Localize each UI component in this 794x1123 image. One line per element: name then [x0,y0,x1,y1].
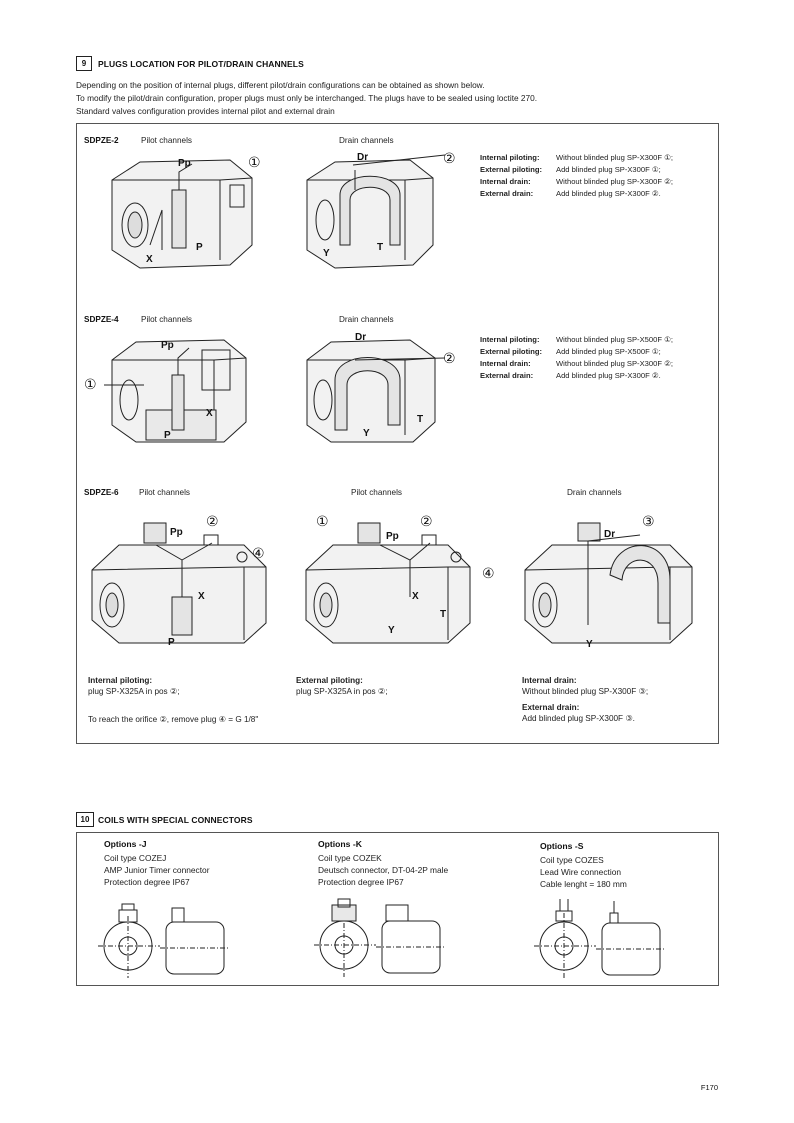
sdpze4-y-label: Y [363,428,370,439]
sdpze2-y-label: Y [323,248,330,259]
sdpze4-model: SDPZE-4 [84,315,119,324]
sdpze4-pilot-callout: ① [84,376,97,392]
intro-line-2: To modify the pilot/drain configuration,… [76,93,538,103]
sdpze6-int-p-label: P [168,637,175,648]
sdpze4-spec-3: Internal drain:Without blinded plug SP-X… [480,359,673,368]
sdpze6-internal-pilot-drawing: Pp X P ② ④ [84,505,274,650]
option-k-line-2: Deutsch connector, DT-04-2P male [318,865,449,875]
option-s-title: Options -S [540,841,584,851]
option-j-coil-drawing [98,900,233,980]
sdpze6-orifice-note: To reach the orifice ②, remove plug ④ = … [88,715,259,724]
sdpze6-external-piloting-note: External piloting: plug SP-X325A in pos … [296,676,388,696]
sdpze4-pilot-drawing: Pp X P ① [84,330,264,450]
option-j-line-1: Coil type COZEJ [104,853,167,863]
sdpze2-drain-caption: Drain channels [339,136,394,145]
sdpze2-drain-drawing: Dr Y T ② [295,150,465,275]
section-10-title: COILS WITH SPECIAL CONNECTORS [98,815,253,825]
page-number: F170 [700,1083,718,1092]
sdpze2-drain-callout: ② [443,150,456,166]
option-k-line-1: Coil type COZEK [318,853,382,863]
option-k-coil-drawing [312,895,452,980]
section-10-number: 10 [76,812,94,827]
sdpze6-ext-x-label: X [412,591,419,602]
sdpze6-drain-drawing: ③ Dr Y [520,505,710,650]
sdpze6-int-pp-label: Pp [170,527,183,538]
sdpze2-t-label: T [377,242,384,253]
option-k-title: Options -K [318,839,362,849]
sdpze2-pilot-caption: Pilot channels [141,136,192,145]
sdpze2-spec-1: Internal piloting:Without blinded plug S… [480,153,673,162]
option-s-line-1: Coil type COZES [540,855,604,865]
intro-line-1: Depending on the position of internal pl… [76,80,485,90]
option-k-line-3: Protection degree IP67 [318,877,404,887]
intro-line-3: Standard valves configuration provides i… [76,106,335,116]
sdpze4-t-label: T [417,414,424,425]
sdpze2-pilot-callout: ① [248,154,261,170]
sdpze6-external-pilot-drawing: ① ② ④ Pp X Y T [298,505,498,650]
option-j-line-3: Protection degree IP67 [104,877,190,887]
sdpze4-p-label: P [164,430,171,441]
sdpze4-pilot-caption: Pilot channels [141,315,192,324]
sdpze2-spec-4: External drain:Add blinded plug SP-X300F… [480,189,661,198]
sdpze4-x-label: X [206,408,213,419]
plugs-frame [76,123,719,744]
sdpze6-dr-label: Dr [604,529,616,540]
sdpze4-drain-drawing: Dr Y T ② [295,330,465,450]
sdpze6-ext-pp-label: Pp [386,531,399,542]
sdpze2-x-label: X [146,254,153,265]
option-j-title: Options -J [104,839,147,849]
sdpze6-external-drain-note: External drain: Add blinded plug SP-X300… [522,703,635,723]
sdpze6-model: SDPZE-6 [84,488,119,497]
sdpze6-ext-callout-1: ① [316,513,329,529]
sdpze6-drain-y-label: Y [586,639,593,650]
sdpze4-drain-callout: ② [443,350,456,366]
option-s-line-3: Cable lenght = 180 mm [540,879,627,889]
sdpze6-internal-piloting-note: Internal piloting: plug SP-X325A in pos … [88,676,180,696]
sdpze6-ext-callout-4: ④ [482,565,495,581]
option-s-coil-drawing [534,893,674,981]
sdpze4-spec-1: Internal piloting:Without blinded plug S… [480,335,673,344]
sdpze6-pilot-caption-1: Pilot channels [139,488,190,497]
sdpze6-pilot-caption-2: Pilot channels [351,488,402,497]
sdpze6-ext-y-label: Y [388,625,395,636]
sdpze2-model: SDPZE-2 [84,136,119,145]
sdpze2-spec-3: Internal drain:Without blinded plug SP-X… [480,177,673,186]
coils-frame [76,832,719,986]
sdpze2-dr-label: Dr [357,152,369,163]
section-9-number: 9 [76,56,92,71]
option-s-line-2: Lead Wire connection [540,867,622,877]
sdpze6-internal-drain-note: Internal drain: Without blinded plug SP-… [522,676,649,696]
sdpze2-p-label: P [196,242,203,253]
sdpze2-spec-2: External piloting:Add blinded plug SP-X3… [480,165,661,174]
sdpze6-int-x-label: X [198,591,205,602]
sdpze6-drain-caption: Drain channels [567,488,622,497]
section-9-title: PLUGS LOCATION FOR PILOT/DRAIN CHANNELS [98,59,304,69]
sdpze4-spec-4: External drain:Add blinded plug SP-X300F… [480,371,661,380]
sdpze4-spec-2: External piloting:Add blinded plug SP-X5… [480,347,661,356]
sdpze6-int-callout-2: ② [206,513,219,529]
sdpze6-ext-callout-2: ② [420,513,433,529]
sdpze6-int-callout-4: ④ [252,545,265,561]
sdpze4-drain-caption: Drain channels [339,315,394,324]
sdpze4-pp-label: Pp [161,340,174,351]
sdpze2-pp-label: Pp [178,158,191,169]
sdpze2-pilot-drawing: Pp X P ① [100,150,270,275]
sdpze6-ext-t-label: T [440,609,447,620]
option-j-line-2: AMP Junior Timer connector [104,865,210,875]
sdpze4-dr-label: Dr [355,332,367,343]
sdpze6-drain-callout-3: ③ [642,513,655,529]
